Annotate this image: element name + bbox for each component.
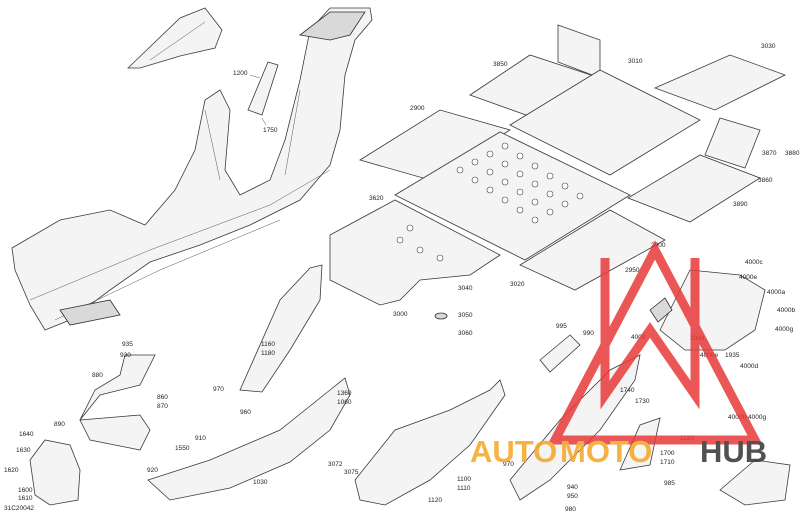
callout-1060: 1060	[337, 399, 352, 406]
callout-890: 890	[54, 421, 65, 428]
rear-part-right	[719, 459, 791, 506]
front-panel-860	[79, 354, 156, 451]
callout-2950: 2950	[625, 267, 640, 274]
bracket-1200	[247, 61, 279, 126]
callout-1200: 1200	[233, 70, 248, 77]
callout-3030: 3030	[761, 43, 776, 50]
callout-1630: 1630	[16, 447, 31, 454]
floor-panel-2900	[359, 109, 511, 181]
lower-panel-1030	[147, 377, 351, 501]
floor-panel-3020	[519, 209, 666, 291]
callout-935: 935	[122, 341, 133, 348]
callout-1610: 1610	[18, 495, 33, 502]
drawing-reference-code: 31C20042	[4, 505, 34, 512]
callout-870: 870	[157, 403, 168, 410]
callout-1620: 1620	[4, 467, 19, 474]
callout-880: 880	[92, 372, 103, 379]
floor-panel-3860	[627, 117, 761, 223]
watermark-letter-m	[600, 258, 700, 410]
callout-4000g: 4000g	[775, 326, 793, 333]
callout-1740: 1740	[620, 387, 635, 394]
callout-3890: 3890	[733, 201, 748, 208]
door-panel-1100	[354, 379, 506, 506]
callout-2900-mid: 2900	[651, 242, 666, 249]
callout-3050: 3050	[458, 312, 473, 319]
floor-panel-main	[394, 131, 631, 261]
fastener-3050	[434, 312, 448, 320]
callout-980: 980	[565, 506, 576, 513]
floor-panel-3010	[509, 69, 701, 176]
callout-860: 860	[157, 394, 168, 401]
callout-1700: 1700	[660, 450, 675, 457]
callout-labels: 3850 3010 3030 2900 3870 3880 3860 3890 …	[4, 43, 800, 513]
callout-4000a: 4000a	[767, 289, 785, 296]
floor-panel-3030	[653, 54, 787, 111]
callout-3075: 3075	[344, 469, 359, 476]
callout-950: 950	[567, 493, 578, 500]
callout-4000h: 4000h	[728, 414, 746, 421]
callout-1160: 1160	[261, 341, 275, 348]
callout-940: 940	[567, 484, 578, 491]
callout-4000d: 4000d	[740, 363, 758, 370]
callout-3850: 3850	[493, 61, 508, 68]
callout-970-right: 970	[503, 461, 514, 468]
callout-3060: 3060	[458, 330, 473, 337]
callout-1120: 1120	[428, 497, 442, 504]
callout-970: 970	[213, 386, 224, 393]
callout-3870: 3870	[762, 150, 777, 157]
callout-4000c: 4000c	[745, 259, 763, 266]
callout-1710: 1710	[660, 459, 675, 466]
callout-1600: 1600	[18, 487, 33, 494]
callout-995: 995	[556, 323, 567, 330]
callout-1550: 1550	[175, 445, 190, 452]
callout-1730: 1730	[635, 398, 650, 405]
panel-hole-grid	[456, 142, 584, 224]
watermark-text-moto: MOTO	[560, 434, 652, 469]
callout-1750: 1750	[263, 127, 278, 134]
floor-panel-3850	[469, 24, 601, 121]
callout-990: 990	[583, 330, 594, 337]
automotohub-watermark: AUTO MOTO HUB	[470, 240, 767, 469]
callout-930: 930	[120, 352, 131, 359]
callout-1030: 1030	[253, 479, 268, 486]
callout-1640: 1640	[19, 431, 34, 438]
main-side-frame	[11, 7, 373, 331]
side-panel-1160	[239, 264, 323, 393]
callout-1110: 1110	[457, 485, 471, 492]
side-bracket-1600	[29, 439, 81, 506]
callout-1360: 1360	[337, 390, 352, 397]
callout-4000e: 4000e	[739, 274, 757, 281]
callout-3620: 3620	[369, 195, 384, 202]
callout-3072: 3072	[328, 461, 343, 468]
callout-1935: 1935	[725, 352, 740, 359]
floor-panel-3000	[329, 199, 501, 306]
callout-1180: 1180	[261, 350, 275, 357]
callout-4000g-low: 4000g	[748, 414, 766, 421]
door-panel-940	[509, 334, 641, 501]
callout-3880: 3880	[785, 150, 800, 157]
callout-4000: 4000	[631, 334, 646, 341]
callout-910: 910	[195, 435, 206, 442]
callout-3010: 3010	[628, 58, 643, 65]
callout-3020: 3020	[510, 281, 525, 288]
callout-1100: 1100	[457, 476, 471, 483]
callout-2900-top: 2900	[410, 105, 425, 112]
callout-960: 960	[240, 409, 251, 416]
callout-3000: 3000	[393, 311, 408, 318]
callout-3040: 3040	[458, 285, 473, 292]
callout-920: 920	[147, 467, 158, 474]
callout-4000b: 4000b	[777, 307, 795, 314]
front-cap-part	[127, 7, 223, 69]
watermark-text-auto: AUTO	[470, 434, 557, 469]
callout-985: 985	[664, 480, 675, 487]
watermark-text-hub: HUB	[700, 434, 767, 469]
callout-3860: 3860	[758, 177, 773, 184]
